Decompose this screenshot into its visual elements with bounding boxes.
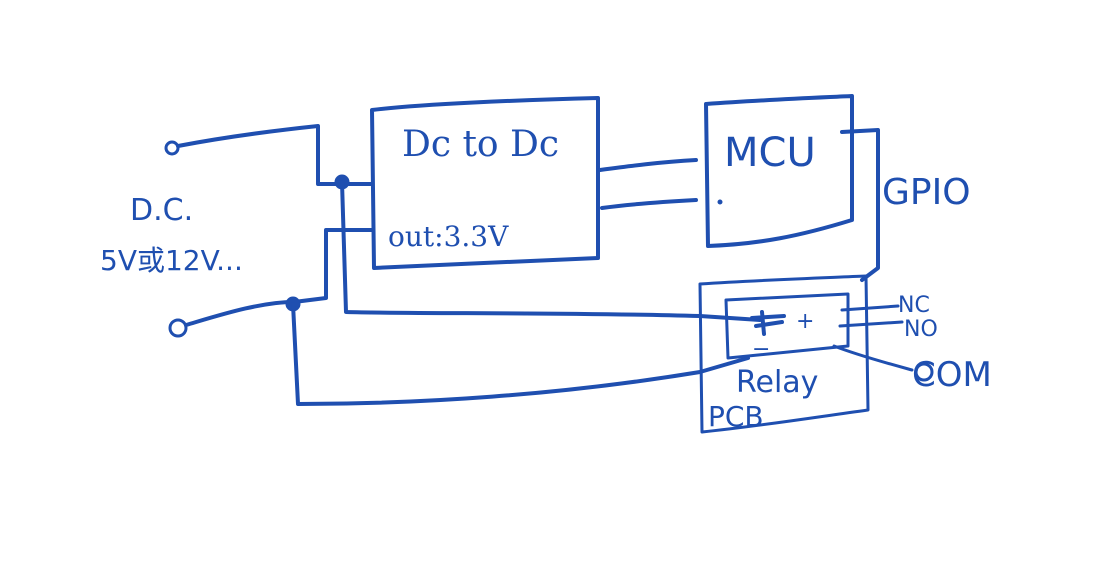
- gpio-label: GPIO: [882, 172, 971, 213]
- contact-no-label: NO: [904, 317, 938, 342]
- wire-supply-to-relay: [340, 180, 762, 322]
- mcu-title: MCU: [724, 130, 816, 176]
- contact-com-label: COM: [912, 355, 992, 395]
- relay-pcb-label: PCB: [708, 400, 764, 433]
- relay-inner-box: [724, 292, 850, 360]
- wire-contact-nc: [840, 304, 900, 312]
- wire-ground-return: [291, 302, 750, 406]
- relay-plus-label: +: [796, 309, 814, 334]
- input-terminal-bottom: [168, 318, 188, 338]
- wire-dcdc-mcu-top: [598, 158, 698, 172]
- input-terminal-top: [164, 140, 180, 156]
- input-dc-label: D.C.: [130, 193, 193, 228]
- wire-input-positive: [176, 124, 374, 186]
- relay-pcb-box: [698, 274, 870, 434]
- wire-gpio: [840, 128, 880, 282]
- relay-minus-label: −: [752, 337, 770, 362]
- wire-contact-no: [838, 320, 904, 328]
- wire-contact-com: [832, 344, 914, 372]
- input-voltage-label: 5V或12V...: [100, 244, 243, 277]
- dc-converter-output-label: out:3.3V: [388, 220, 509, 253]
- wire-dcdc-mcu-bottom: [600, 198, 698, 210]
- mcu-box: [704, 94, 854, 248]
- com-terminal: [914, 362, 934, 382]
- relay-coil-scribble: [750, 310, 786, 336]
- contact-nc-label: NC: [898, 293, 930, 318]
- wire-input-negative: [184, 228, 374, 327]
- mcu-dot-mark: [717, 199, 723, 205]
- dc-converter-box: [370, 96, 600, 270]
- dc-converter-title: Dc to Dc: [402, 124, 559, 165]
- relay-name-label: Relay: [736, 365, 818, 400]
